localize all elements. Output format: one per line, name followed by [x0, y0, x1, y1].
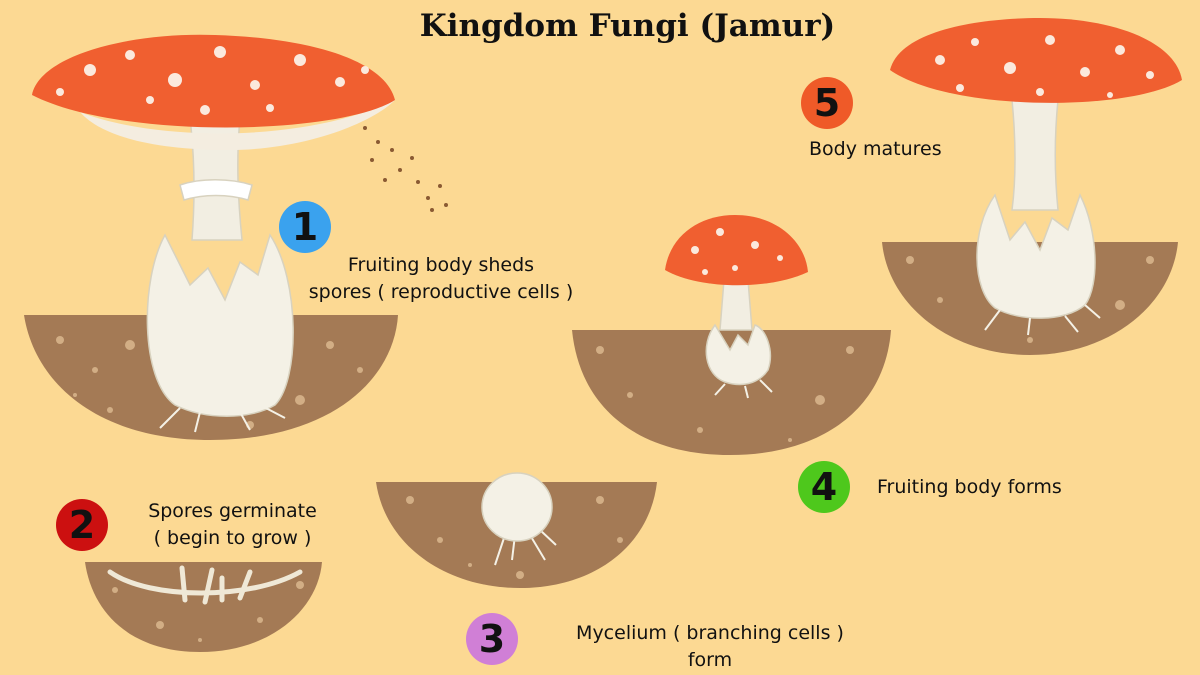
spores-falling [363, 126, 448, 212]
step-4-badge: 4 [798, 461, 850, 513]
mushroom-1-cap-spots [56, 46, 369, 115]
mushroom-stage-5 [890, 18, 1182, 336]
mushroom-4-cap [665, 215, 808, 286]
mushroom-3-egg [481, 472, 553, 542]
step-1-label-line-2: spores ( reproductive cells ) [308, 281, 574, 303]
step-1-label-line-1: Fruiting body sheds [347, 254, 535, 276]
soil-flecks [56, 256, 1154, 642]
step-2-badge: 2 [56, 499, 108, 551]
mushroom-5-stem [1011, 99, 1059, 211]
step-1-badge: 1 [279, 201, 331, 253]
mushroom-4-roots [714, 379, 773, 399]
mushroom-stage-1 [32, 34, 448, 433]
mushroom-5-cap-spots [935, 35, 1154, 98]
step-2-label: Spores germinate ( begin to grow ) [115, 498, 350, 552]
step-3-label-line-2: form [687, 649, 733, 671]
diagram-title: Kingdom Fungi (Jamur) [419, 8, 836, 44]
mushroom-1-ring [179, 179, 253, 201]
step-1-label: Fruiting body sheds spores ( reproductiv… [286, 252, 596, 306]
mushroom-1-roots [159, 405, 286, 433]
mushroom-3-roots [494, 529, 557, 566]
mushroom-1-volva [146, 233, 294, 417]
mushroom-4-cap-spots [691, 228, 783, 275]
step-2-label-line-2: ( begin to grow ) [153, 527, 312, 549]
mushroom-stage-3 [481, 472, 557, 566]
mushroom-5-volva [976, 193, 1096, 319]
mushroom-5-roots [984, 304, 1101, 336]
mushroom-5-cap [890, 18, 1182, 103]
step-3-label: Mycelium ( branching cells ) form [530, 620, 890, 674]
step-3-badge: 3 [466, 613, 518, 665]
mushroom-4-volva [705, 323, 772, 386]
step-3-label-line-1: Mycelium ( branching cells ) [576, 622, 844, 644]
step-5-label: Body matures [809, 138, 942, 160]
mushroom-4-stem [719, 279, 753, 331]
soil-mound-stage-4 [572, 330, 891, 455]
step-2-label-line-1: Spores germinate [148, 500, 317, 522]
step-4-label: Fruiting body forms [877, 476, 1062, 498]
step-5-badge: 5 [801, 77, 853, 129]
mushroom-1-gills [80, 100, 395, 150]
mushroom-stage-4 [665, 215, 808, 399]
mycelium-stage-2 [107, 565, 303, 605]
